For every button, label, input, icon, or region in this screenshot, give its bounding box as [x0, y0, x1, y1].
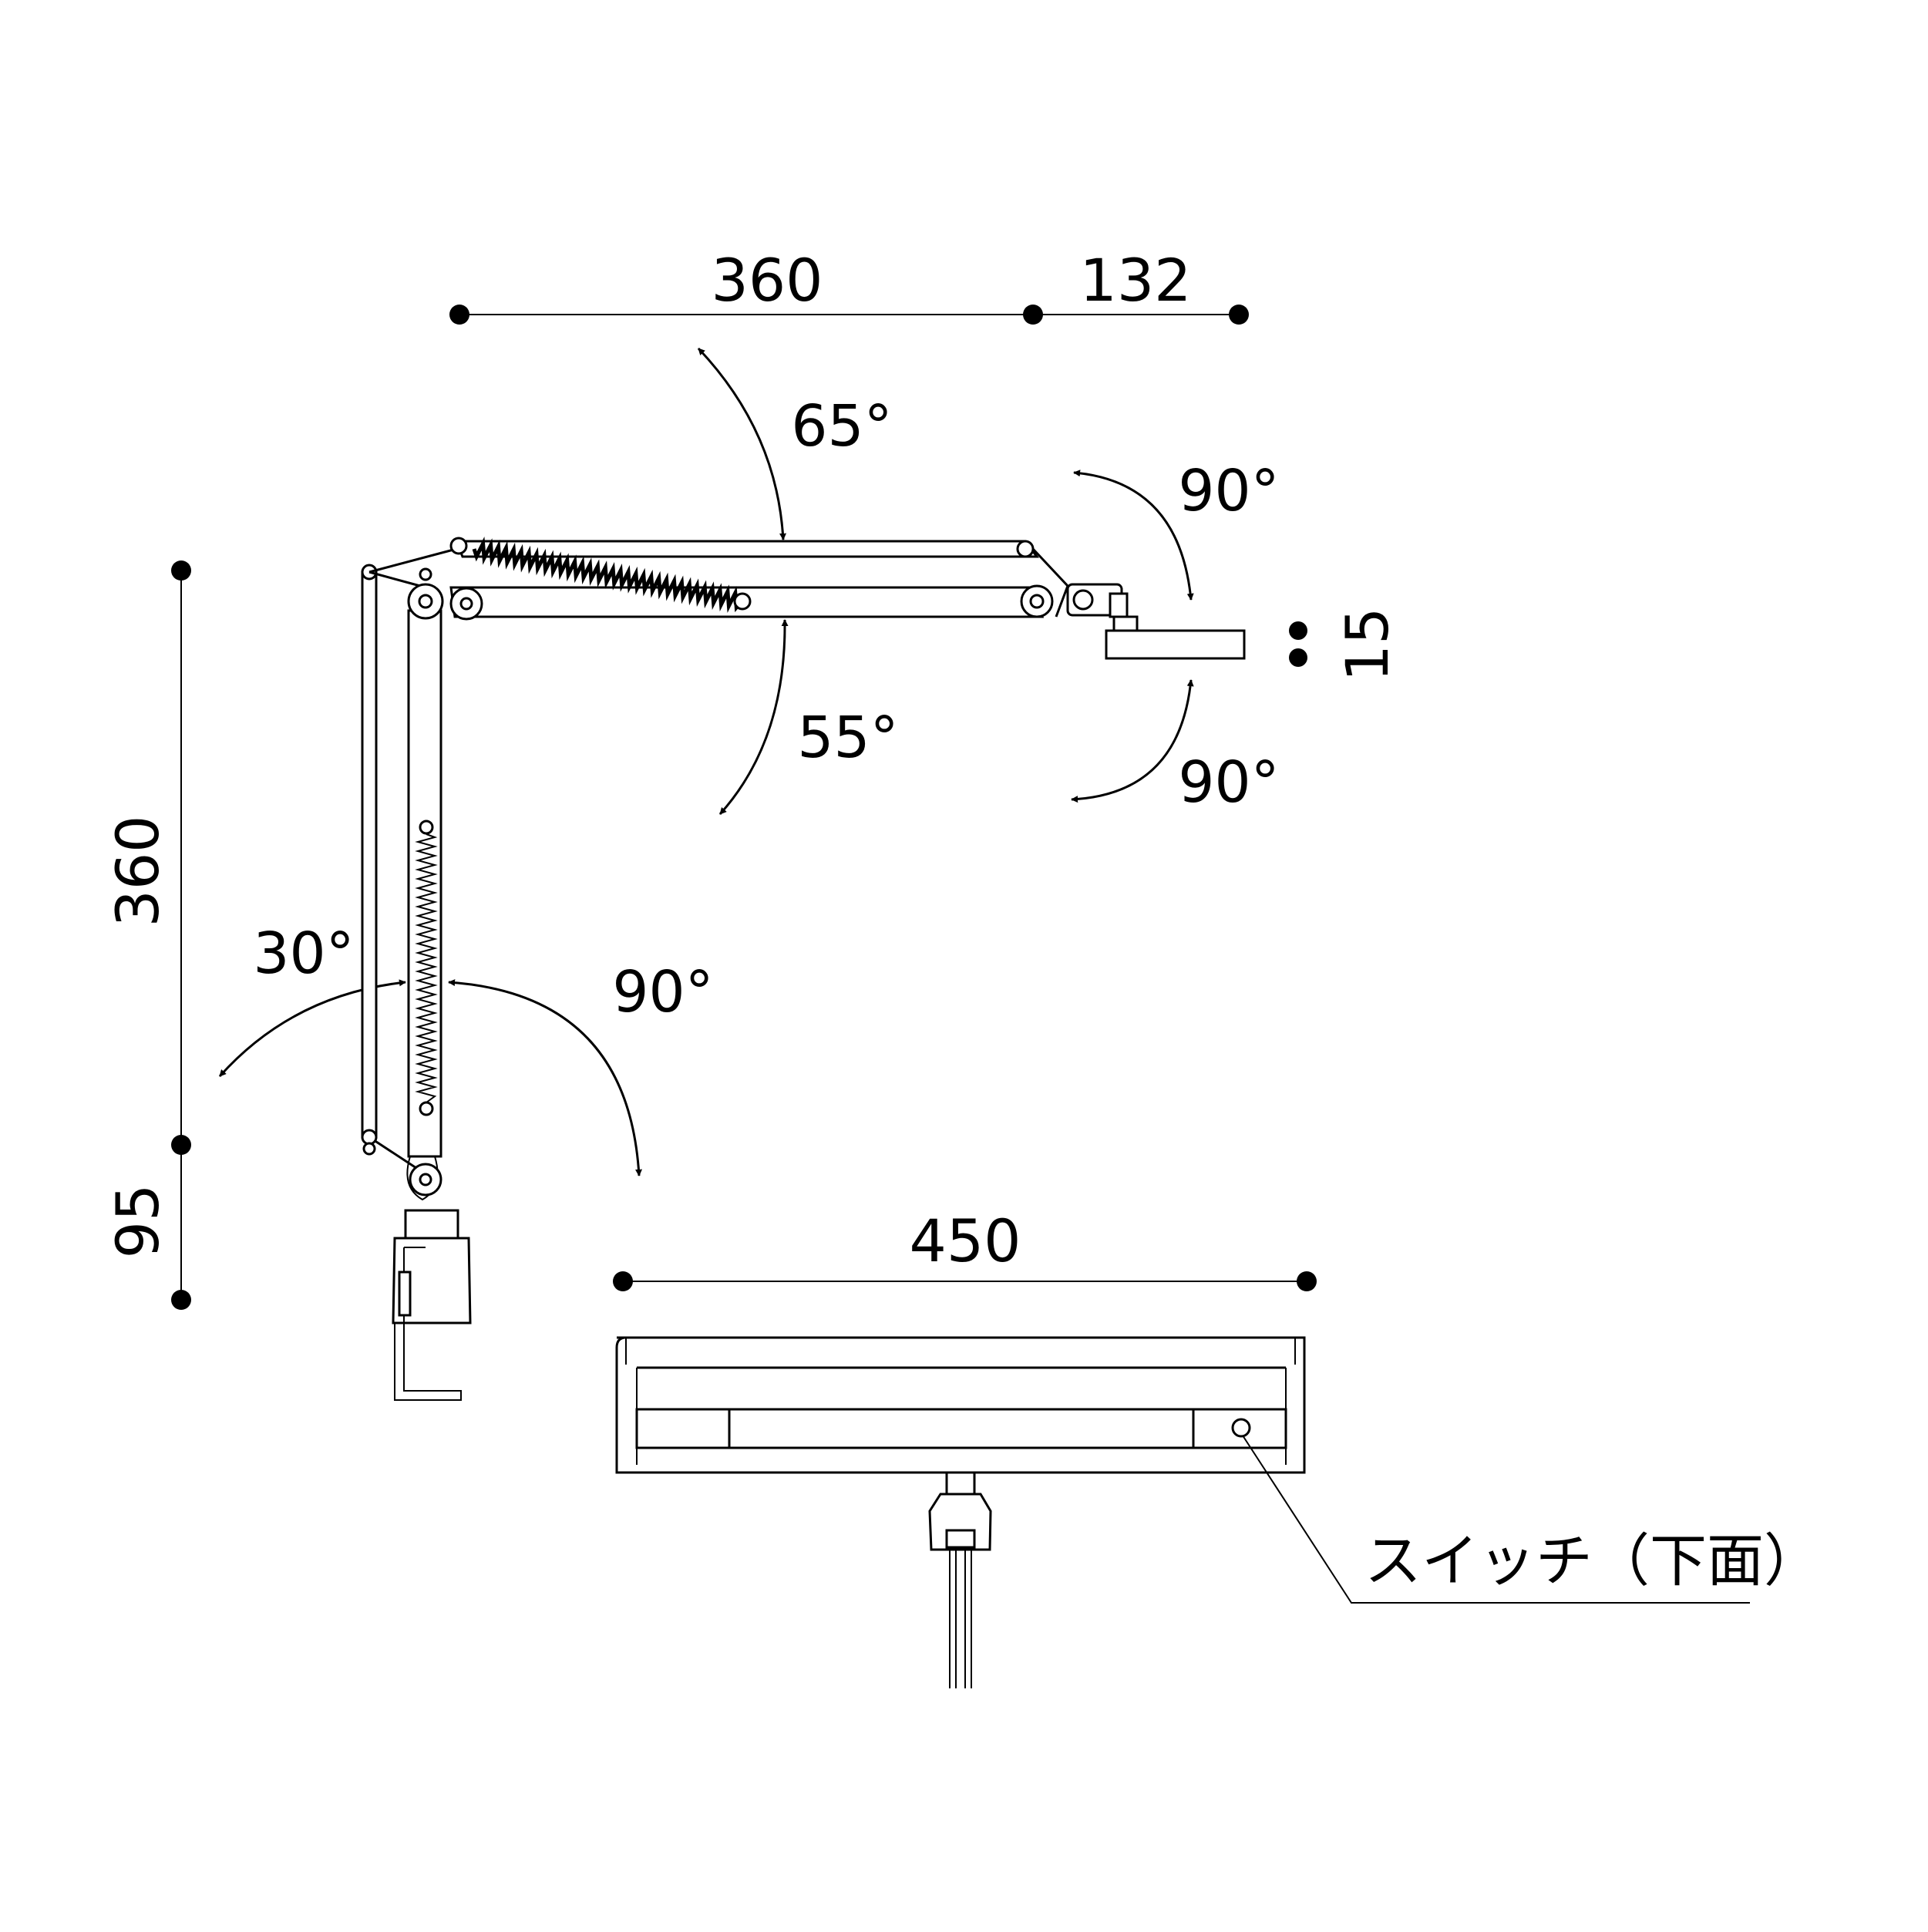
- dim-point: [171, 560, 191, 581]
- lamp-head-side: [1105, 629, 1246, 660]
- clamp-height-label: 95: [103, 1184, 172, 1259]
- arc-head-down: [1071, 679, 1194, 803]
- dim-point: [1023, 305, 1043, 325]
- head-width-label: 450: [909, 1207, 1021, 1275]
- head-thickness-dimension: 15: [1289, 608, 1401, 682]
- arc-pole-forward: [448, 979, 643, 1176]
- dim-point: [1297, 1271, 1317, 1291]
- arc-arm-up: [697, 347, 787, 540]
- arm-spring: [472, 537, 743, 613]
- dim-point: [449, 305, 469, 325]
- head-width-dimension: 450: [613, 1207, 1317, 1291]
- switch-label: スイッチ（下面）: [1364, 1528, 1821, 1594]
- head-joint: [1031, 547, 1139, 635]
- end-cap-left: [635, 1408, 731, 1449]
- arc-head-up: [1073, 470, 1194, 601]
- arc-pole-back: [218, 979, 406, 1078]
- angle-head-up-label: 90°: [1178, 458, 1279, 524]
- lamp-side-view: [361, 537, 1246, 1401]
- clamp-base: [392, 1209, 472, 1401]
- arm-upper-length-label: 360: [711, 246, 823, 315]
- pole-spring: [415, 820, 438, 1116]
- angle-arrows: 65° 55° 90° 90° 30° 90°: [218, 347, 1280, 1176]
- switch-callout: スイッチ（下面）: [1242, 1435, 1821, 1604]
- left-dimension-line: 360 95: [103, 560, 191, 1310]
- pole-height-label: 360: [103, 815, 172, 927]
- angle-pole-back-label: 30°: [253, 921, 354, 987]
- switch-button[interactable]: [1231, 1418, 1251, 1438]
- angle-arm-up-label: 65°: [791, 393, 892, 459]
- angle-pole-forward-label: 90°: [612, 959, 713, 1025]
- angle-arm-down-label: 55°: [797, 705, 898, 771]
- dim-point: [1289, 621, 1307, 640]
- top-dimension-line: 360 132: [449, 246, 1249, 325]
- dim-point: [1289, 648, 1307, 667]
- dim-point: [1229, 305, 1249, 325]
- head-offset-label: 132: [1079, 246, 1191, 315]
- head-mount: [928, 1471, 992, 1688]
- lamp-head-front-view: [615, 1336, 1306, 1688]
- angle-head-down-label: 90°: [1178, 749, 1279, 816]
- dim-point: [171, 1135, 191, 1155]
- arc-arm-down: [718, 619, 789, 816]
- dim-point: [171, 1290, 191, 1310]
- head-thickness-label: 15: [1333, 608, 1401, 682]
- dim-point: [613, 1271, 633, 1291]
